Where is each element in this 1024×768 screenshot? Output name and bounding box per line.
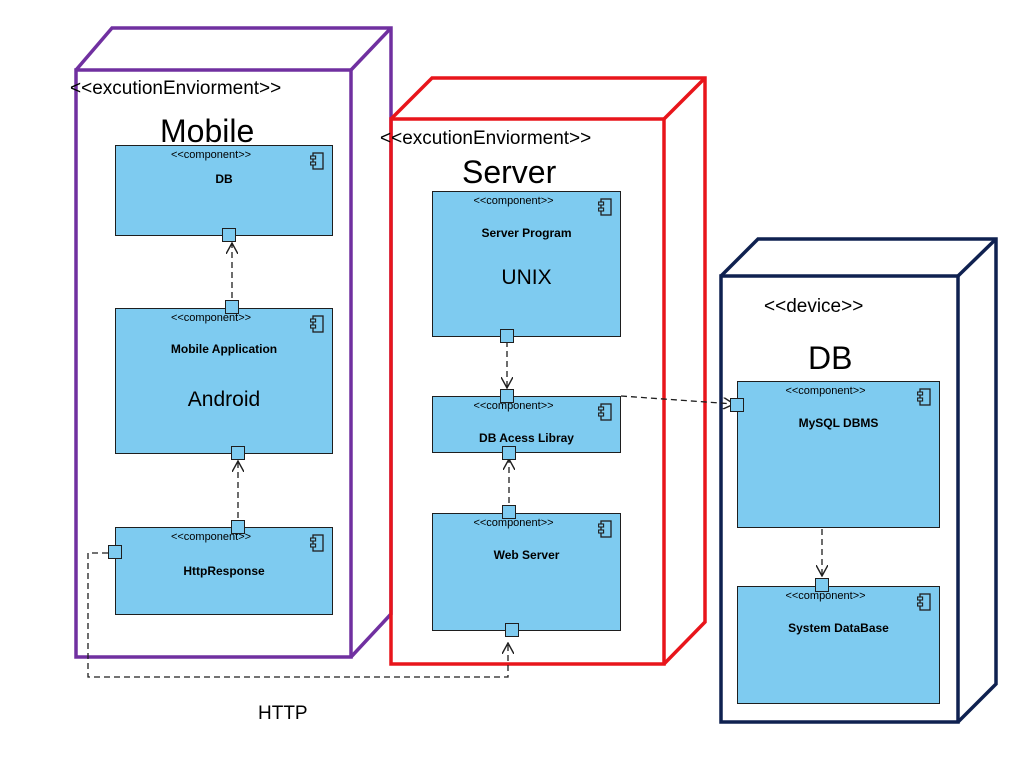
- component-name: DB: [215, 172, 233, 186]
- http-connector: [87, 552, 508, 678]
- component-name: Server Program: [481, 226, 572, 240]
- component-icon: [310, 152, 324, 170]
- component-icon: [598, 520, 612, 538]
- server-node-frame: [389, 76, 707, 666]
- component-http-response[interactable]: <<component>> HttpResponse: [115, 527, 333, 615]
- component-name: System DataBase: [788, 621, 889, 635]
- component-name: HttpResponse: [183, 564, 265, 578]
- component-db-access-library[interactable]: <<component>> DB Acess Libray: [432, 396, 621, 453]
- component-name: DB Acess Libray: [479, 431, 574, 445]
- component-stereotype: <<component>>: [473, 400, 554, 412]
- port-mobile-db-bottom[interactable]: [222, 228, 236, 242]
- component-mobile-db[interactable]: <<component>> DB: [115, 145, 333, 236]
- component-icon: [598, 403, 612, 421]
- component-icon: [917, 593, 931, 611]
- mobile-node-frame: [74, 26, 393, 659]
- component-mysql-dbms[interactable]: <<component>> MySQL DBMS: [737, 381, 940, 528]
- port-web-server-top[interactable]: [502, 505, 516, 519]
- http-connection-label: HTTP: [258, 703, 308, 724]
- mobile-node-stereotype: <<excutionEnviorment>>: [70, 78, 282, 99]
- port-http-response-top[interactable]: [231, 520, 245, 534]
- db-node-frame: [719, 237, 998, 724]
- port-mysql-left[interactable]: [730, 398, 744, 412]
- component-icon: [310, 534, 324, 552]
- component-stereotype: <<component>>: [170, 531, 252, 543]
- port-server-program-bottom[interactable]: [500, 329, 514, 343]
- db-node-stereotype: <<device>>: [764, 296, 864, 317]
- port-mobile-app-bottom[interactable]: [231, 446, 245, 460]
- db-node-name: DB: [808, 340, 853, 376]
- server-node-stereotype: <<excutionEnviorment>>: [380, 128, 592, 149]
- mobile-node-name: Mobile: [160, 113, 255, 149]
- component-platform-label: Android: [187, 388, 261, 411]
- component-name: Mobile Application: [170, 342, 278, 356]
- component-icon: [310, 315, 324, 333]
- dep-dbaccess-to-mysql: [620, 395, 734, 404]
- component-stereotype: <<component>>: [170, 149, 252, 161]
- port-mobile-app-top[interactable]: [225, 300, 239, 314]
- component-stereotype: <<component>>: [785, 385, 866, 397]
- port-db-access-bottom[interactable]: [502, 446, 516, 460]
- component-stereotype: <<component>>: [170, 312, 252, 324]
- component-stereotype: <<component>>: [473, 517, 554, 529]
- component-name: Web Server: [493, 548, 560, 562]
- component-icon: [598, 198, 612, 216]
- port-http-response-left[interactable]: [108, 545, 122, 559]
- component-mobile-application[interactable]: <<component>> Mobile Application Android: [115, 308, 333, 454]
- component-stereotype: <<component>>: [785, 590, 866, 602]
- component-system-database[interactable]: <<component>> System DataBase: [737, 586, 940, 704]
- component-web-server[interactable]: <<component>> Web Server: [432, 513, 621, 631]
- component-platform-label: UNIX: [501, 266, 552, 289]
- server-node-name: Server: [462, 154, 557, 190]
- port-db-access-top[interactable]: [500, 389, 514, 403]
- component-icon: [917, 388, 931, 406]
- component-name: MySQL DBMS: [798, 416, 879, 430]
- port-web-server-bottom[interactable]: [505, 623, 519, 637]
- port-system-db-top[interactable]: [815, 578, 829, 592]
- component-server-program[interactable]: <<component>> Server Program UNIX: [432, 191, 621, 337]
- component-stereotype: <<component>>: [473, 195, 554, 207]
